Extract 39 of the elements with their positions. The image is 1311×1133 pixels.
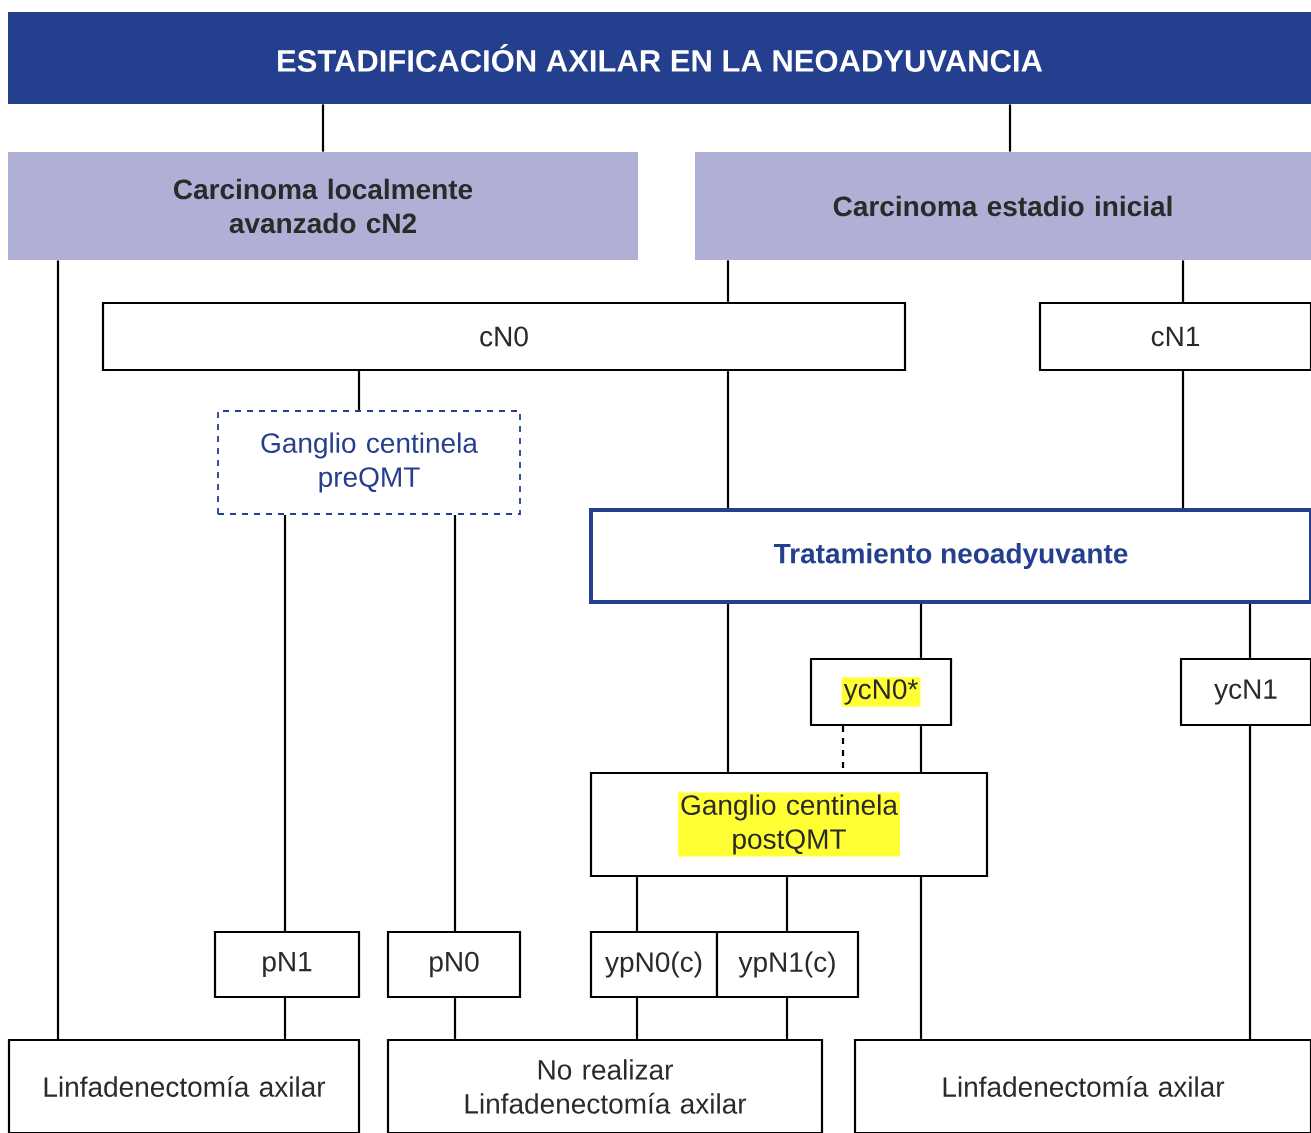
connector-line bbox=[726, 604, 730, 772]
connector-line bbox=[321, 104, 325, 152]
connector-line bbox=[1008, 104, 1012, 152]
stage-box: pN1 bbox=[213, 930, 361, 999]
stage-box: pN0 bbox=[386, 930, 522, 999]
connector-line bbox=[919, 877, 923, 1039]
stage-box: No realizar Linfadenectomía axilar bbox=[386, 1038, 824, 1133]
stage-box: Linfadenectomía axilar bbox=[853, 1038, 1311, 1133]
treatment-box: Tratamiento neoadyuvante bbox=[589, 508, 1311, 604]
connector-line bbox=[919, 726, 923, 772]
connector-line bbox=[283, 514, 287, 931]
connector-line bbox=[283, 998, 287, 1039]
connector-line bbox=[56, 260, 60, 1039]
stage-box: Linfadenectomía axilar bbox=[7, 1038, 361, 1133]
connector-line bbox=[635, 877, 639, 931]
connector-line bbox=[453, 514, 457, 931]
connector-line bbox=[726, 371, 730, 508]
connector-line bbox=[785, 998, 789, 1039]
stage-box: cN0 bbox=[101, 301, 907, 372]
category-box: Carcinoma localmente avanzado cN2 bbox=[8, 152, 638, 260]
dashed-box: Ganglio centinela preQMT bbox=[217, 410, 521, 515]
stage-box: ycN1 bbox=[1179, 657, 1311, 727]
connector-line bbox=[635, 998, 639, 1039]
stage-box: ypN1(c) bbox=[715, 930, 860, 999]
connector-line bbox=[919, 604, 923, 658]
connector-line bbox=[1181, 260, 1185, 302]
connector-line bbox=[357, 371, 361, 411]
stage-box: ycN0* bbox=[809, 657, 953, 727]
connector-line bbox=[1248, 726, 1252, 1039]
connector-line bbox=[453, 998, 457, 1039]
connector-line bbox=[785, 877, 789, 931]
stage-box: Ganglio centinela postQMT bbox=[589, 771, 989, 878]
category-box: Carcinoma estadio inicial bbox=[695, 152, 1311, 260]
connector-line bbox=[1181, 371, 1185, 508]
stage-box: ypN0(c) bbox=[589, 930, 719, 999]
connector-line bbox=[726, 260, 730, 302]
title-band: ESTADIFICACIÓN AXILAR EN LA NEOADYUVANCIA bbox=[8, 12, 1311, 104]
connector-line bbox=[1248, 604, 1252, 658]
stage-box: cN1 bbox=[1038, 301, 1311, 372]
